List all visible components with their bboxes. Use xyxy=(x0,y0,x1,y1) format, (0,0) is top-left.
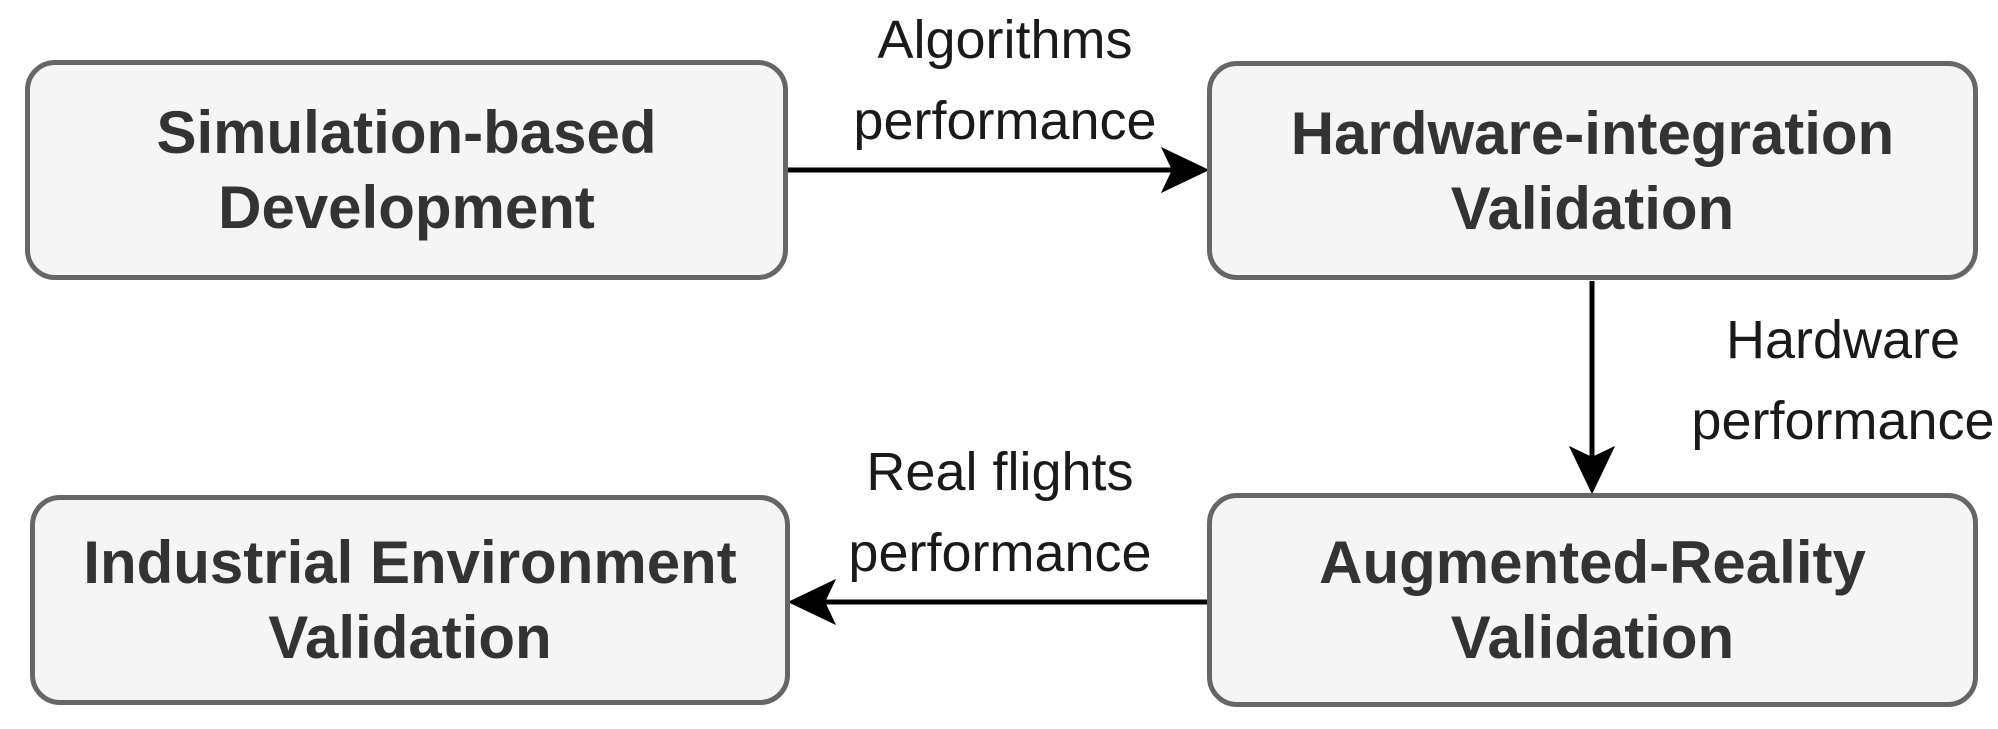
node-augmented-reality-validation: Augmented-Reality Validation xyxy=(1207,493,1978,707)
node-industrial-environment-validation: Industrial Environment Validation xyxy=(30,495,790,705)
node-label-hardware-integration-validation: Hardware-integration Validation xyxy=(1290,99,1895,242)
node-label-industrial-environment-validation: Industrial Environment Validation xyxy=(83,529,737,671)
arrow-hardware-performance xyxy=(1568,281,1616,495)
node-simulation-based-development: Simulation-based Development xyxy=(25,60,788,280)
node-label-simulation-based-development: Simulation-based Development xyxy=(156,99,657,241)
edge-label-real-flights-performance: Real flights performance xyxy=(848,442,1152,583)
node-label-augmented-reality-validation: Augmented-Reality Validation xyxy=(1319,529,1866,671)
edge-label-hardware-performance: Hardware performance xyxy=(1691,310,1995,451)
edge-label-algorithms-performance: Algorithms performance xyxy=(853,10,1157,151)
node-hardware-integration-validation: Hardware-integration Validation xyxy=(1207,61,1978,280)
